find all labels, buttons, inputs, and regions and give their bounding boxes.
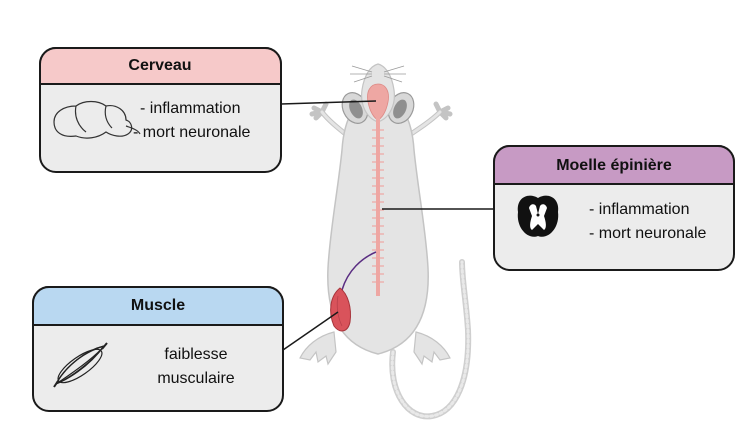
callout-brain-title: Cerveau (128, 57, 191, 74)
callout-muscle-header (32, 286, 284, 326)
callout-spinal-cord-line1: - inflammation (589, 201, 689, 218)
callout-brain-header (39, 47, 282, 85)
callout-brain: Cerveau - inflammation - mort neuronale (39, 47, 282, 173)
callout-muscle-title: Muscle (131, 297, 185, 314)
callout-spinal-cord-header (493, 145, 735, 185)
brain-icon (53, 100, 141, 139)
brain-leader-line (280, 100, 377, 105)
muscle-icon (53, 342, 108, 388)
mouse-hind-foot-left (299, 331, 337, 366)
mouse-illustration (299, 63, 472, 420)
mouse-sciatic-nerve (341, 251, 377, 291)
mouse-hind-foot-right (413, 331, 451, 366)
callout-brain-line2: - mort neuronale (133, 124, 250, 141)
callout-muscle-line1: faiblesse (164, 346, 227, 363)
mouse-whiskers (350, 65, 406, 83)
callout-muscle: Muscle faiblesse musculaire (32, 286, 284, 412)
mouse-hind-leg-muscle (330, 287, 351, 332)
callout-brain-line1: - inflammation (140, 100, 240, 117)
callout-spinal-cord-line2: - mort neuronale (589, 225, 706, 242)
spinal-cord-section-icon (517, 195, 559, 237)
callout-muscle-line2: musculaire (157, 370, 234, 387)
callout-spinal-cord: Moelle épinière - inflammation - mort ne… (493, 145, 735, 271)
muscle-leader-line (282, 311, 339, 351)
mouse-spinal-cord (372, 118, 384, 296)
callout-spinal-cord-title: Moelle épinière (556, 157, 672, 174)
